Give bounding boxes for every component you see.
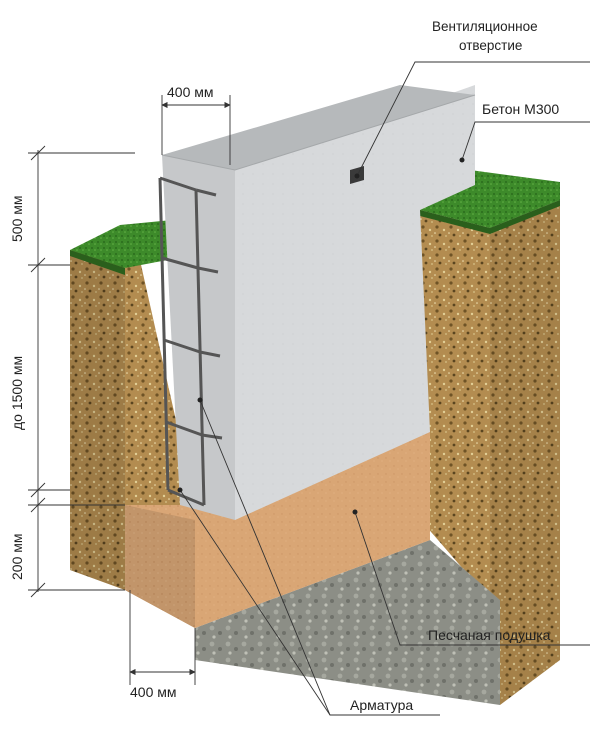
dim-bottom-width: [129, 590, 196, 685]
dim-above-ground-label: 500 мм: [9, 196, 25, 243]
soil-right: [420, 200, 560, 705]
dim-below-ground-label: до 1500 мм: [9, 356, 25, 430]
grass-left: [70, 220, 178, 275]
rebar-cage: [158, 176, 223, 507]
dim-top-width: [161, 95, 231, 165]
leader-lines: [177, 61, 590, 716]
sand-cushion-label: Песчаная подушка: [428, 627, 551, 643]
vent-label-line2: отверстие: [459, 38, 522, 53]
dim-top-width-label: 400 мм: [167, 84, 214, 100]
rebar-label: Арматура: [350, 697, 413, 713]
dim-heights: [28, 145, 135, 598]
vent-label-line1: Вентиляционное: [432, 19, 538, 34]
sand-cushion: [125, 432, 430, 628]
dim-bottom-width-label: 400 мм: [130, 684, 177, 700]
gravel-bed: [195, 540, 500, 705]
concrete-label: Бетон М300: [482, 101, 559, 117]
dim-cushion-label: 200 мм: [9, 534, 25, 581]
